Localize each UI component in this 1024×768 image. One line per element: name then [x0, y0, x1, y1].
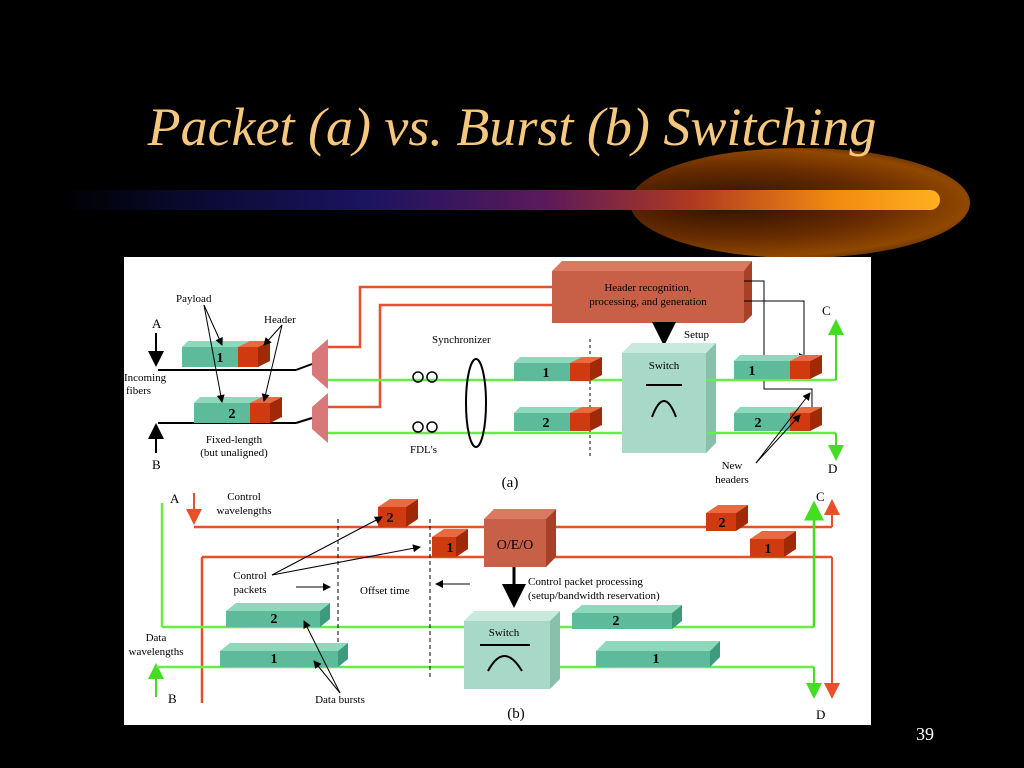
output-packet-2: 2 — [734, 407, 822, 431]
header-line-out-2 — [744, 280, 813, 409]
fixed-length-line2: (but unaligned) — [200, 447, 268, 459]
diagram-panel: Header recognition, processing, and gene… — [124, 257, 871, 725]
output-packet-2-number: 2 — [755, 416, 762, 431]
new-header-pointer-1 — [755, 392, 811, 464]
data-burst-in-1: 1 — [220, 643, 348, 667]
incoming-fibers-line1: Incoming — [124, 372, 167, 384]
caption-b: (b) — [507, 706, 525, 722]
sync-packet-2-number: 2 — [543, 416, 550, 431]
control-packets-line2: packets — [234, 584, 267, 596]
payload-pointer-2 — [203, 304, 225, 403]
control-packet-in-1: 1 — [432, 529, 468, 557]
data-bursts-pointer-2 — [313, 660, 341, 694]
fdl-coil-2a — [412, 421, 424, 433]
input-packet-1-number: 1 — [217, 351, 224, 366]
data-burst-in-1-number: 1 — [271, 652, 278, 667]
data-wavelengths-line2: wavelengths — [129, 646, 184, 658]
switch-a: Switch — [622, 343, 716, 453]
port-a-label: A — [152, 316, 162, 331]
control-wavelengths-line1: Control — [227, 491, 261, 503]
decorative-light-streak — [60, 190, 940, 210]
control-packet-out-2-number: 2 — [719, 516, 726, 531]
b-port-d-label: D — [816, 707, 825, 722]
port-b-label: B — [152, 457, 161, 472]
switch-a-label: Switch — [649, 360, 680, 372]
header-line-out-1 — [744, 300, 807, 361]
data-burst-out-2: 2 — [572, 605, 682, 629]
diagram-b: A B C D Control wavelengths 2 — [129, 489, 840, 722]
fdls-label: FDL's — [410, 444, 437, 456]
control-packet-in-1-number: 1 — [447, 541, 454, 556]
header-box-line2: processing, and generation — [589, 296, 707, 308]
fdl-coil-2b — [426, 421, 438, 433]
input-packet-2: 2 — [194, 397, 282, 423]
control-packets-pointer-1 — [271, 516, 383, 576]
data-burst-in-2-number: 2 — [271, 612, 278, 627]
fixed-length-line1: Fixed-length — [206, 434, 263, 446]
input-packet-1: 1 — [182, 341, 270, 367]
page-number: 39 — [916, 724, 934, 744]
new-headers-line2: headers — [715, 474, 749, 486]
new-headers-line1: New — [722, 460, 743, 472]
control-packet-out-2: 2 — [706, 505, 748, 531]
data-burst-out-1: 1 — [596, 641, 720, 667]
payload-pointer-1 — [203, 304, 223, 346]
incoming-fibers-line2: fibers — [126, 385, 151, 397]
oeo-label: O/E/O — [497, 538, 534, 553]
output-packet-1: 1 — [734, 355, 822, 379]
data-burst-in-2: 2 — [226, 603, 330, 627]
port-c-label: C — [822, 303, 831, 318]
diagram-a: Header recognition, processing, and gene… — [124, 261, 844, 491]
caption-a: (a) — [502, 475, 519, 491]
data-bursts-label: Data bursts — [315, 694, 365, 706]
input-packet-2-number: 2 — [229, 407, 236, 422]
header-label: Header — [264, 314, 296, 326]
output-packet-1-number: 1 — [749, 364, 756, 379]
splitter-1 — [312, 339, 328, 389]
control-wavelengths-line2: wavelengths — [217, 505, 272, 517]
switch-b-label: Switch — [489, 627, 520, 639]
control-packet-in-2: 2 — [378, 499, 418, 527]
sync-packet-2: 2 — [514, 407, 602, 431]
red-control-line-1 — [324, 285, 552, 349]
control-packets-pointer-2 — [271, 544, 421, 576]
header-recognition-box: Header recognition, processing, and gene… — [552, 261, 752, 323]
offset-time-label: Offset time — [360, 585, 410, 597]
sync-packet-1-number: 1 — [543, 366, 550, 381]
control-packet-out-1-number: 1 — [765, 542, 772, 557]
synchronizer-lens — [465, 358, 487, 448]
data-bursts-pointer-1 — [303, 620, 341, 694]
switch-b: Switch — [464, 611, 560, 689]
fdl-coil-1a — [412, 371, 424, 383]
b-port-a-label: A — [170, 491, 180, 506]
slide-title: Packet (a) vs. Burst (b) Switching — [147, 97, 877, 157]
splitter-2 — [312, 393, 328, 443]
fdl-coil-1b — [426, 371, 438, 383]
data-burst-out-1-number: 1 — [653, 652, 660, 667]
header-pointer-2 — [261, 324, 283, 402]
data-wavelengths-line1: Data — [146, 632, 167, 644]
control-processing-line1: Control packet processing — [528, 576, 643, 588]
b-port-c-label: C — [816, 489, 825, 504]
control-packet-in-2-number: 2 — [387, 511, 394, 526]
data-burst-out-2-number: 2 — [613, 614, 620, 629]
switching-diagram: Header recognition, processing, and gene… — [124, 261, 844, 722]
payload-label: Payload — [176, 293, 212, 305]
b-port-b-label: B — [168, 691, 177, 706]
control-packets-line1: Control — [233, 570, 267, 582]
header-pointer-1 — [263, 324, 283, 346]
synchronizer-label: Synchronizer — [432, 334, 491, 346]
control-packet-out-1: 1 — [750, 531, 796, 557]
control-processing-line2: (setup/bandwidth reservation) — [528, 590, 660, 602]
oeo-box: O/E/O — [484, 509, 556, 567]
port-d-label: D — [828, 461, 837, 476]
header-box-line1: Header recognition, — [604, 282, 692, 294]
new-header-pointer-2 — [755, 414, 801, 464]
setup-label: Setup — [684, 329, 710, 341]
red-control-line-2 — [324, 303, 552, 409]
sync-packet-1: 1 — [514, 357, 602, 381]
